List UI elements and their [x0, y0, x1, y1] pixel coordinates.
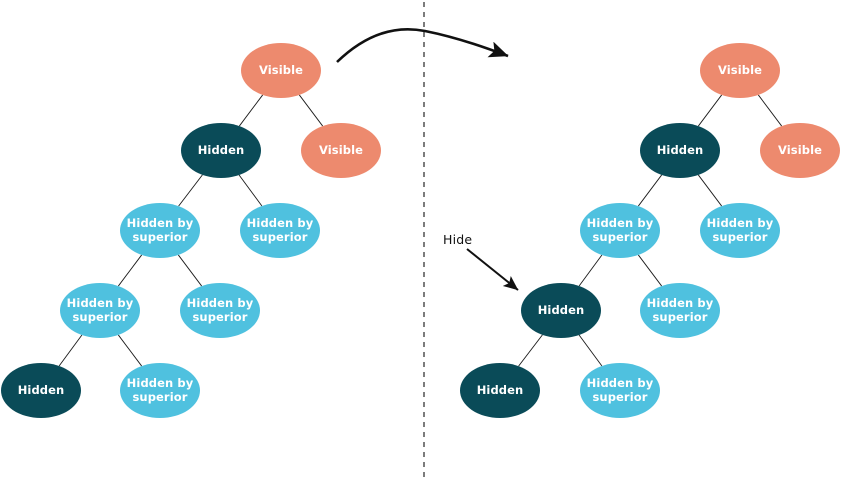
node-label: Visible	[318, 142, 364, 157]
node-visible[interactable]: Visible	[700, 43, 780, 98]
node-label: Hidden	[537, 302, 585, 317]
tree-edge	[238, 174, 263, 207]
tree-edge	[518, 334, 543, 367]
tree-edge	[697, 94, 723, 127]
tree-edge	[578, 254, 603, 287]
node-visible[interactable]: Visible	[241, 43, 321, 98]
node-label: Hidden	[197, 142, 245, 157]
transition-arrow	[336, 27, 509, 63]
node-label: Hidden	[476, 382, 524, 397]
node-hidden[interactable]: Hidden	[521, 283, 601, 338]
tree-edge	[578, 334, 603, 367]
tree-edge	[58, 334, 83, 367]
node-hidden[interactable]: Hidden	[181, 123, 261, 178]
node-label: Visible	[777, 142, 823, 157]
node-label: Hidden	[17, 382, 65, 397]
hide-pointer-arrow	[466, 248, 519, 291]
tree-edge	[637, 174, 663, 207]
node-label: Hidden	[656, 142, 704, 157]
tree-edge	[298, 94, 324, 127]
hide-annotation-label: Hide	[443, 232, 473, 247]
node-hidden[interactable]: Hidden	[1, 363, 81, 418]
node-visible[interactable]: Visible	[301, 123, 381, 178]
node-visible[interactable]: Visible	[760, 123, 840, 178]
tree-edge	[238, 94, 264, 127]
tree-edge	[637, 254, 663, 287]
node-hidden[interactable]: Hidden	[460, 363, 540, 418]
tree-edge	[117, 254, 143, 287]
node-label: Visible	[717, 62, 763, 77]
node-hidden[interactable]: Hidden	[640, 123, 720, 178]
tree-edge	[177, 254, 203, 287]
node-label: Visible	[258, 62, 304, 77]
tree-edge	[757, 94, 783, 127]
tree-edge	[117, 334, 143, 367]
tree-edge	[178, 174, 203, 207]
tree-edge	[697, 174, 723, 207]
